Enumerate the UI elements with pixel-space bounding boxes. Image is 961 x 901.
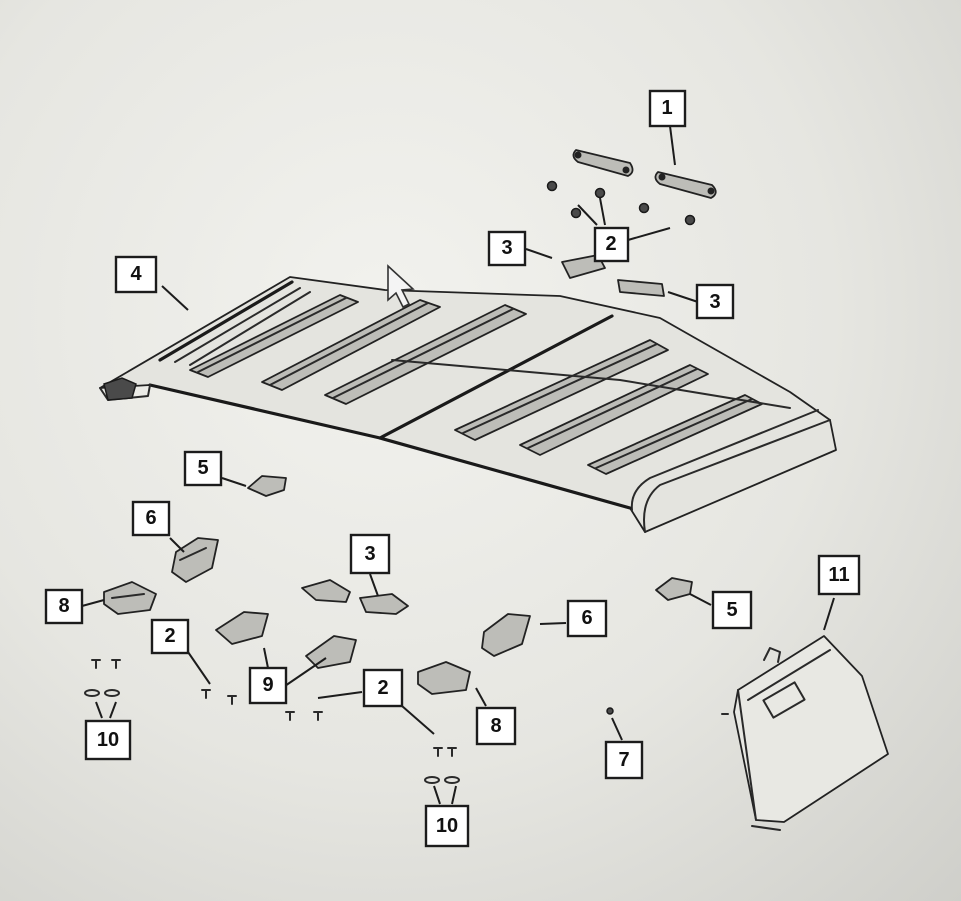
svg-text:4: 4	[130, 263, 142, 285]
callout-5-right: 5	[711, 590, 753, 630]
svg-text:3: 3	[709, 291, 720, 313]
callout-1: 1	[648, 89, 687, 128]
hinge-part-6-right	[481, 613, 531, 657]
svg-text:8: 8	[58, 595, 69, 617]
callout-3-top-right: 3	[695, 283, 735, 320]
screws-lower-center	[424, 747, 460, 784]
plug-part-7	[606, 707, 614, 715]
mouse-pointer-icon	[387, 264, 415, 309]
svg-text:5: 5	[726, 599, 737, 621]
callout-2-top: 2	[593, 226, 630, 263]
hinge-part-8-right	[417, 661, 471, 695]
screws-group-top	[546, 180, 696, 226]
storage-bag	[721, 635, 889, 831]
svg-text:11: 11	[828, 564, 849, 586]
callout-3-lower: 3	[349, 533, 391, 575]
callout-6-left: 6	[131, 500, 171, 537]
svg-text:3: 3	[364, 543, 375, 565]
svg-text:7: 7	[618, 749, 629, 771]
callout-6-right: 6	[566, 599, 608, 638]
svg-text:1: 1	[661, 97, 672, 119]
callout-9: 9	[248, 666, 288, 705]
brackets-part-3-lower	[301, 579, 409, 615]
callout-2-lower-left: 2	[150, 618, 190, 655]
hinge-part-5-left	[247, 475, 287, 497]
svg-text:5: 5	[197, 457, 208, 479]
hinge-part-6-left	[171, 537, 219, 583]
svg-text:6: 6	[581, 607, 592, 629]
leader-lines	[81, 125, 835, 805]
svg-text:2: 2	[164, 625, 175, 647]
svg-text:2: 2	[605, 233, 616, 255]
svg-text:10: 10	[436, 815, 458, 837]
hinge-part-5-right	[655, 577, 693, 601]
screws-lower-left	[84, 659, 323, 721]
callout-4: 4	[114, 255, 158, 294]
svg-text:3: 3	[501, 237, 512, 259]
callout-8-left: 8	[44, 588, 84, 625]
svg-text:10: 10	[97, 729, 119, 751]
svg-text:8: 8	[490, 715, 501, 737]
callout-11: 11	[817, 554, 861, 596]
hard-top-panel	[99, 276, 837, 533]
callout-5-left: 5	[183, 450, 223, 487]
callout-7: 7	[604, 740, 644, 780]
svg-text:2: 2	[377, 677, 388, 699]
svg-text:9: 9	[262, 674, 273, 696]
hinge-part-8-left	[103, 581, 157, 615]
callout-3-top-left: 3	[487, 230, 527, 267]
svg-text:6: 6	[145, 507, 156, 529]
callout-10-left: 10	[84, 719, 132, 761]
hinge-part-9	[215, 611, 357, 669]
latch-handles	[572, 149, 717, 199]
callout-10-center: 10	[424, 804, 470, 848]
callout-8-right: 8	[475, 706, 517, 746]
callout-2-lower-center: 2	[362, 668, 404, 708]
